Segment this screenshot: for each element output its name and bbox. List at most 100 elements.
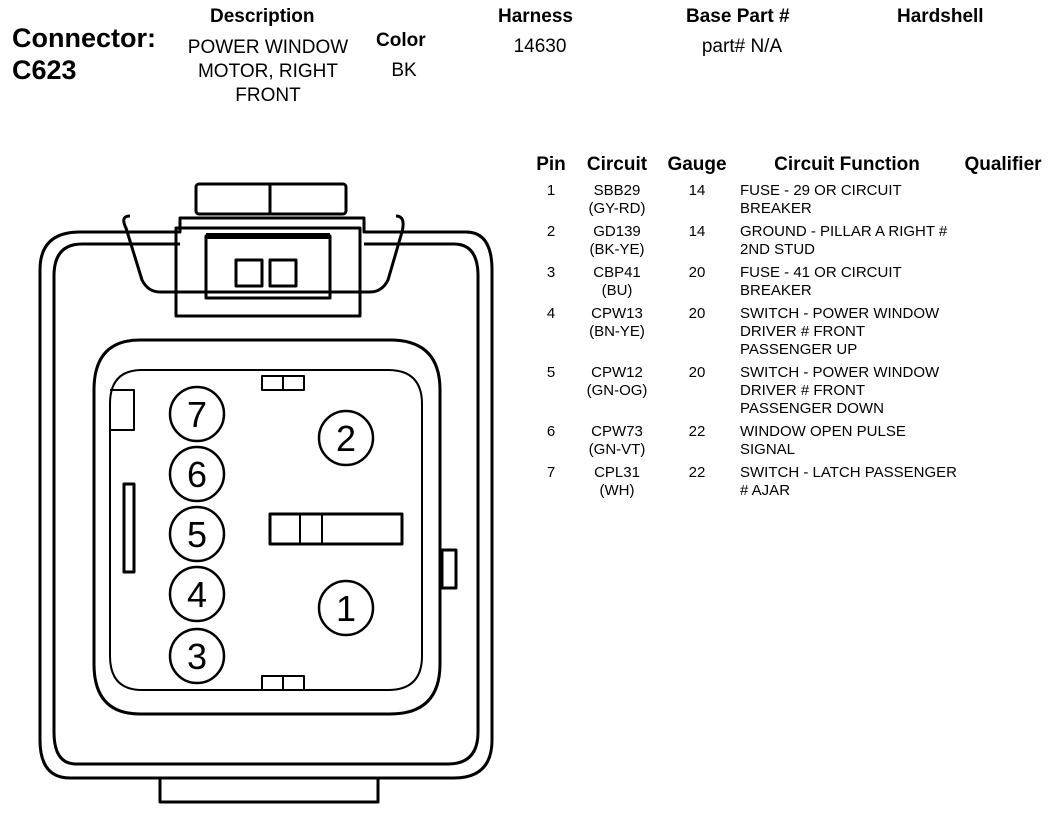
inner-face-recess [109,369,423,691]
color-value: BK [391,60,417,81]
pin-cavity-label: 2 [336,418,356,459]
col-circuit: Circuit [586,154,648,175]
wire-color: (BN-YE) [589,323,645,340]
pin-cavity-label: 5 [187,514,207,555]
circuit-cell: CPW13(BN-YE) [574,305,660,364]
gauge: 20 [660,364,734,423]
circuit-function-text: WINDOW OPEN PULSE SIGNAL [740,423,906,458]
circuit-function: SWITCH - POWER WINDOW DRIVER # FRONT PAS… [734,305,960,364]
pin-cavity-6 [168,445,226,503]
pin-number-text: 1 [546,182,556,199]
right-side-clip [440,548,458,590]
col-circuit-function: Circuit Function [774,154,920,175]
housing-outline [38,216,494,780]
circuit-function-text: GROUND - PILLAR A RIGHT # 2ND STUD [740,223,948,258]
gauge-text: 20 [688,305,706,322]
pin-number: 1 [528,182,574,223]
gauge-text: 22 [688,423,706,440]
pin-number-text: 6 [546,423,556,440]
pin-row: 1 SBB29(GY-RD) 14 FUSE - 29 OR CIRCUIT BREA… [528,182,1046,223]
gauge-text: 14 [688,182,706,199]
circuit-function: WINDOW OPEN PULSE SIGNAL [734,423,960,464]
wire-color: (GN-OG) [586,382,648,399]
top-latch-slot-right [268,258,298,288]
circuit-id: CPW13 [591,305,643,322]
pin-cavity-2 [317,409,375,467]
pin-number-text: 3 [546,264,556,281]
circuit-function: SWITCH - POWER WINDOW DRIVER # FRONT PAS… [734,364,960,423]
qualifier [960,305,1046,364]
circuit-cell: CBP41(BU) [574,264,660,305]
pin-number: 3 [528,264,574,305]
circuit-id: SBB29 [593,182,641,199]
gauge-text: 22 [688,464,706,481]
circuit-cell: CPW73(GN-VT) [574,423,660,464]
col-qualifier: Qualifier [964,154,1042,175]
circuit-id: CPW73 [591,423,643,440]
circuit-function: FUSE - 29 OR CIRCUIT BREAKER [734,182,960,223]
connector-id: C623 [12,55,77,85]
circuit-function-text: FUSE - 41 OR CIRCUIT BREAKER [740,264,902,299]
pin-table: Pin Circuit Gauge Circuit Function Quali… [528,150,1046,505]
housing-inner-outline [52,242,480,766]
description-value: POWER WINDOW MOTOR, RIGHT FRONT [187,37,349,106]
pin-row: 6 CPW73(GN-VT) 22 WINDOW OPEN PULSE SIGNAL [528,423,1046,464]
circuit-function-text: SWITCH - LATCH PASSENGER # AJAR [740,464,957,499]
circuit-id: CBP41 [593,264,641,281]
hardshell-label: Hardshell [897,6,984,27]
wire-color: (GN-VT) [588,441,646,458]
col-gauge: Gauge [667,154,727,175]
qualifier [960,182,1046,223]
color-label: Color [376,30,426,51]
base-part-label: Base Part # [686,6,790,27]
gauge-text: 20 [688,264,706,281]
circuit-cell: CPW12(GN-OG) [574,364,660,423]
pin-row: 5 CPW12(GN-OG) 20 SWITCH - POWER WINDOW DRI… [528,364,1046,423]
connector-title: Connector: C623 [12,22,156,86]
pin-cavity-5 [168,505,226,563]
pin-number: 4 [528,305,574,364]
top-latch-window [204,234,332,300]
qualifier [960,423,1046,464]
circuit-function-text: SWITCH - POWER WINDOW DRIVER # FRONT PAS… [740,305,940,358]
pin-row: 7 CPL31(WH) 22 SWITCH - LATCH PASSENGER # A… [528,464,1046,505]
pin-number-text: 4 [546,305,556,322]
pin-number: 5 [528,364,574,423]
pin-cavity-3 [168,627,226,685]
description-label: Description [210,6,315,27]
qualifier [960,264,1046,305]
base-part-value: part# N/A [701,36,783,57]
gauge-text: 20 [688,364,706,381]
pin-row: 4 CPW13(BN-YE) 20 SWITCH - POWER WINDOW DRI… [528,305,1046,364]
bottom-tab [158,778,380,804]
pin-cavity-1 [317,579,375,637]
left-side-lug [110,389,135,431]
circuit-cell: SBB29(GY-RD) [574,182,660,223]
circuit-function: FUSE - 41 OR CIRCUIT BREAKER [734,264,960,305]
top-latch-body [174,226,362,318]
pin-cavity-4 [168,565,226,623]
circuit-cell: GD139(BK-YE) [574,223,660,264]
circuit-cell: CPL31(WH) [574,464,660,505]
connector-label: Connector: [12,23,156,53]
pin-cavity-7 [168,385,226,443]
circuit-id: CPW12 [591,364,643,381]
circuit-id: GD139 [593,223,641,240]
pin-cavity-label: 4 [187,574,207,615]
circuit-id: CPL31 [594,464,640,481]
wire-color: (BU) [601,282,633,299]
gauge: 22 [660,464,734,505]
pin-cavity-label: 6 [187,454,207,495]
gauge: 14 [660,223,734,264]
pin-number-text: 7 [546,464,556,481]
col-pin: Pin [536,154,566,175]
pin-cavity-label: 7 [187,394,207,435]
gauge: 20 [660,264,734,305]
top-latch-slot-left [234,258,264,288]
circuit-function-text: SWITCH - POWER WINDOW DRIVER # FRONT PAS… [740,364,940,417]
inner-face-outline [92,338,442,716]
pin-number-text: 5 [546,364,556,381]
